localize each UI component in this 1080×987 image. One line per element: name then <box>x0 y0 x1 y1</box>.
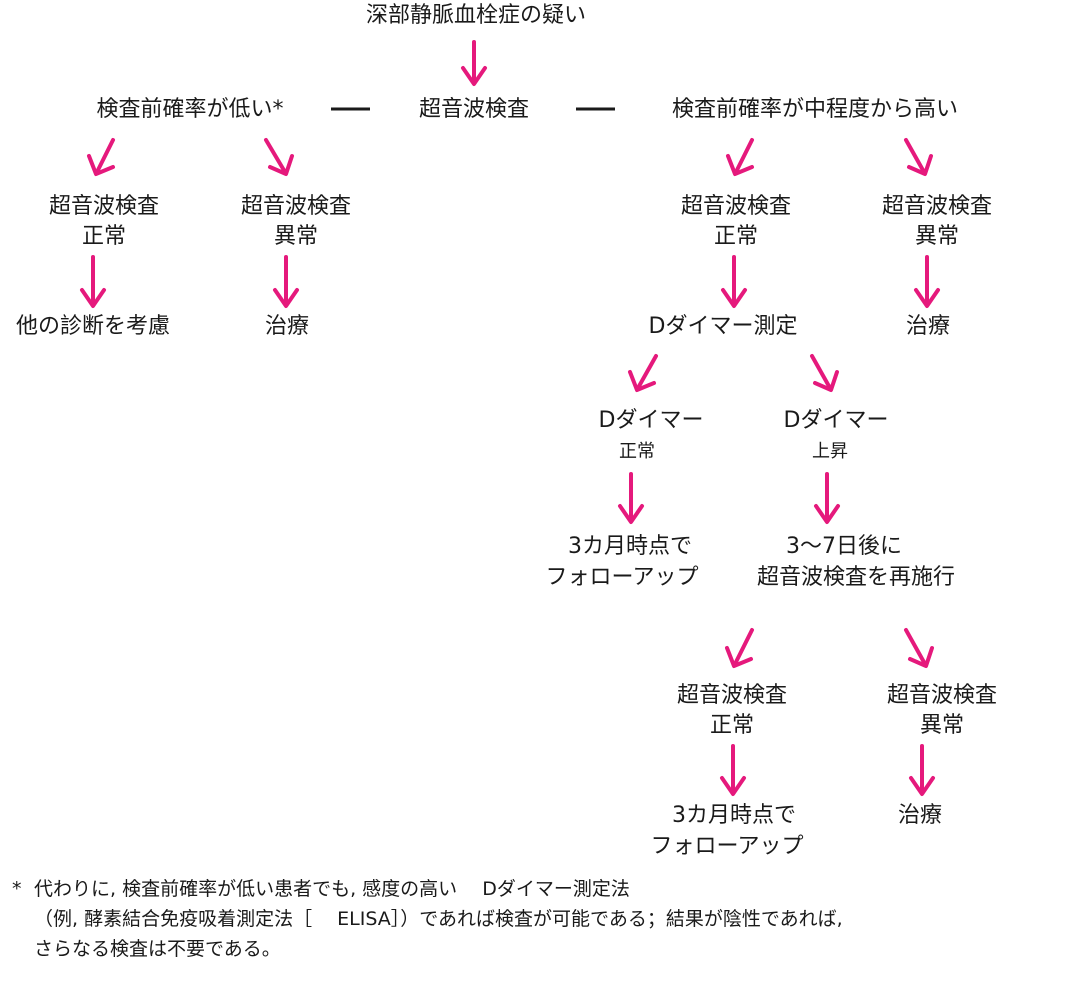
arrow-us-abnormal-to-treatment-right <box>914 255 940 308</box>
node-ultrasound-center: 超音波検査 <box>419 97 529 122</box>
node-followup-b-line2: フォローアップ <box>650 834 803 859</box>
node-left-us-abnormal-label: 超音波検査 <box>241 194 351 219</box>
node-repeat-us-normal-label: 超音波検査 <box>677 683 787 708</box>
node-low-pretest-probability: 検査前確率が低い* <box>96 97 283 122</box>
arrow-high-to-us-normal <box>726 138 754 176</box>
arrow-low-to-us-abnormal <box>264 138 294 176</box>
footnote-line-1: 代わりに, 検査前確率が低い患者でも, 感度の高い Dダイマー測定法 <box>34 878 630 900</box>
node-repeat-us-abnormal-value: 異常 <box>920 713 964 738</box>
arrow-d-dimer-to-normal <box>628 354 658 392</box>
arrow-us-normal-to-d-dimer <box>721 255 747 308</box>
node-right-us-abnormal-label: 超音波検査 <box>882 194 992 219</box>
arrow-high-to-us-abnormal <box>904 138 933 176</box>
node-d-dimer-normal-label: Dダイマー <box>599 408 704 433</box>
node-followup-b-line1: 3カ月時点で <box>672 803 796 828</box>
node-d-dimer-elevated-value: 上昇 <box>812 441 848 462</box>
footnote-line-2: （例, 酵素結合免疫吸着測定法［ ELISA］）であれば検査が可能である；結果が… <box>34 908 843 930</box>
node-right-us-normal-label: 超音波検査 <box>681 194 791 219</box>
node-repeat-us-line1: 3～7日後に <box>786 534 902 559</box>
dvt-flowchart: 深部静脈血栓症の疑い 検査前確率が低い* 超音波検査 検査前確率が中程度から高い… <box>16 3 997 859</box>
node-followup-a-line2: フォローアップ <box>545 565 698 590</box>
node-treatment-left: 治療 <box>265 314 309 339</box>
footnote-asterisk: * <box>12 878 22 900</box>
node-right-us-abnormal-value: 異常 <box>915 224 959 249</box>
node-followup-a-line1: 3カ月時点で <box>568 534 692 559</box>
node-left-us-abnormal-value: 異常 <box>274 224 318 249</box>
node-d-dimer-test: Dダイマー測定 <box>649 314 798 339</box>
arrow-d-dimer-elevated-to-repeat-us <box>814 472 840 524</box>
arrow-repeat-to-us-normal <box>725 628 754 668</box>
arrow-d-dimer-to-elevated <box>810 354 839 392</box>
node-repeat-us-normal-value: 正常 <box>710 713 754 738</box>
node-d-dimer-normal-value: 正常 <box>619 441 655 462</box>
arrow-us-abnormal-to-treatment-left <box>273 255 299 308</box>
node-d-dimer-elevated-label: Dダイマー <box>784 408 889 433</box>
node-right-us-normal-value: 正常 <box>714 224 758 249</box>
node-repeat-us-line2: 超音波検査を再施行 <box>757 565 955 590</box>
node-left-us-normal-label: 超音波検査 <box>49 194 159 219</box>
node-consider-other-diagnosis: 他の診断を考慮 <box>16 314 170 339</box>
arrow-low-to-us-normal <box>87 138 115 176</box>
arrow-repeat-us-normal-to-followup <box>720 744 746 796</box>
node-treatment-final: 治療 <box>898 803 942 828</box>
node-treatment-right: 治療 <box>906 314 950 339</box>
node-left-us-normal-value: 正常 <box>82 224 126 249</box>
arrow-repeat-us-abnormal-to-treatment <box>909 744 935 796</box>
footnote-line-3: さらなる検査は不要である。 <box>34 938 281 960</box>
node-repeat-us-abnormal-label: 超音波検査 <box>887 683 997 708</box>
node-moderate-high-pretest-probability: 検査前確率が中程度から高い <box>672 97 958 122</box>
footnote: * 代わりに, 検査前確率が低い患者でも, 感度の高い Dダイマー測定法 （例, … <box>12 874 1072 964</box>
arrow-us-normal-to-other-dx <box>80 255 106 308</box>
arrow-d-dimer-normal-to-followup <box>618 472 644 524</box>
node-suspected-dvt: 深部静脈血栓症の疑い <box>366 3 586 28</box>
arrow-repeat-to-us-abnormal <box>904 628 934 668</box>
arrow-top-to-center <box>461 40 487 86</box>
